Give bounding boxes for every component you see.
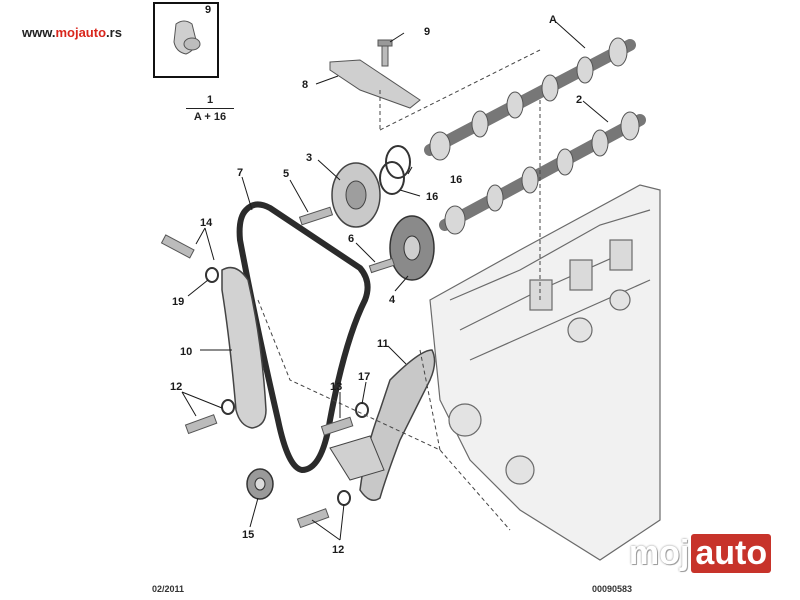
callout-12-upper: 12 [170,381,182,393]
sprocket-bolt [368,257,395,274]
callout-7: 7 [237,167,243,179]
timing-chain [236,201,371,474]
guide-bolt [377,39,393,67]
guide-washer-lower [337,490,351,506]
callout-15: 15 [242,529,254,541]
cam-phaser-sprocket [331,162,381,228]
tensioner-pivot-bolt [160,234,195,259]
chain-tensioner [320,416,385,481]
camshaft-a [424,37,636,161]
exhaust-cam-sprocket [389,215,435,281]
site-brand: mojauto [55,25,107,40]
diagram-code: 00090583 [592,584,633,594]
inset-9-label: 9 [205,4,211,16]
callout-13: 13 [330,381,342,393]
cylinder-head-block [429,184,661,561]
leader-lines [181,21,609,541]
kit-divider [186,108,234,109]
kit-reference: 1 A + 16 [186,94,234,123]
upper-chain-guide [329,59,421,109]
callout-9: 9 [424,26,430,38]
callout-6: 6 [348,233,354,245]
callout-8: 8 [302,79,308,91]
fixed-chain-guide [359,349,436,501]
tensioner-ring [355,402,369,418]
callout-4: 4 [389,294,396,306]
diagram-date: 02/2011 [152,584,185,594]
seal-ring-upper [385,145,411,179]
tensioner-guide-rail [221,266,267,429]
alignment-lines [257,49,541,531]
callout-2: 2 [576,94,582,106]
callout-16-upper: 16 [450,174,462,186]
callout-10: 10 [180,346,192,358]
callout-16-lower: 16 [426,191,438,203]
site-url[interactable]: www.mojauto.rs [22,25,122,40]
guide-bolt-upper [184,414,218,435]
kit-contents: A + 16 [193,111,227,123]
bolt-inset-icon [173,20,201,55]
tensioner-seal-ring [205,267,219,283]
inset-box [153,2,219,78]
callout-3: 3 [306,152,312,164]
guide-washer-upper [221,399,235,415]
callout-19: 19 [172,296,184,308]
watermark-moj: moj [628,533,690,572]
watermark-auto: auto [691,533,772,573]
kit-number: 1 [206,94,214,106]
callout-14: 14 [200,217,213,229]
site-suffix: .rs [106,25,122,40]
camshaft-2 [439,111,646,235]
phaser-bolt [298,206,334,226]
callout-a: A [549,14,557,26]
callout-11: 11 [377,338,389,350]
callout-5: 5 [283,168,289,180]
callout-17: 17 [358,371,370,383]
crankshaft-sprocket [246,468,274,500]
site-prefix: www. [22,25,56,40]
seal-ring-lower [379,161,405,195]
guide-bolt-lower [296,508,330,529]
callout-12-lower: 12 [332,544,344,556]
